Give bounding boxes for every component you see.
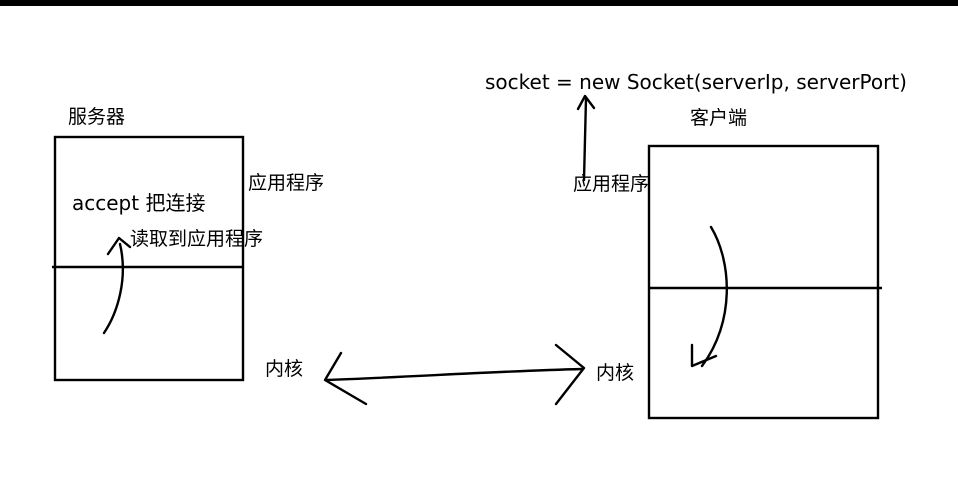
client-down-arrow-head (690, 343, 718, 368)
client-box (647, 144, 880, 420)
kernel-link-left-head (323, 351, 368, 406)
accept-label: accept 把连接 (72, 191, 206, 215)
read-to-app-label: 读取到应用程序 (130, 228, 264, 250)
socket-code-label: socket = new Socket(serverIp, serverPort… (485, 70, 907, 94)
kernel-link-right-head (554, 343, 586, 406)
server-up-arrow (102, 242, 124, 335)
client-code-arrow-head (576, 94, 596, 111)
server-box (53, 135, 245, 382)
top-bar (0, 0, 958, 6)
client-down-arrow (700, 225, 729, 368)
server-label: 服务器 (68, 106, 126, 128)
kernel-link-arrow (324, 367, 584, 382)
client-kernel-label: 内核 (596, 362, 635, 384)
server-kernel-label: 内核 (265, 358, 304, 380)
client-label: 客户端 (690, 107, 748, 129)
client-code-arrow (582, 96, 588, 182)
server-up-arrow-head (106, 236, 132, 256)
client-app-label: 应用程序 (573, 173, 650, 195)
server-app-label: 应用程序 (248, 172, 325, 194)
